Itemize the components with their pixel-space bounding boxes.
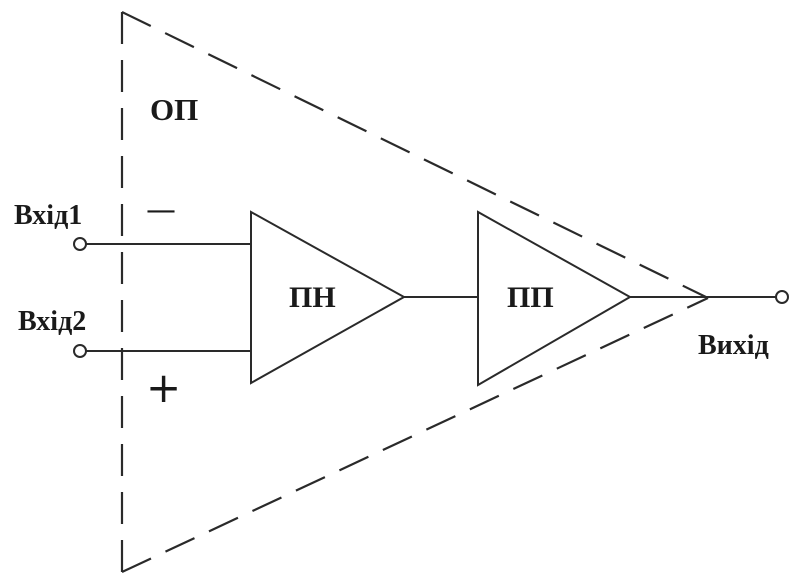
input1-terminal — [73, 237, 87, 251]
output-terminal — [775, 290, 789, 304]
op-amp-boundary — [120, 11, 709, 573]
stage2-amplifier — [477, 210, 633, 387]
stage1-label: ПН — [289, 281, 336, 314]
output-label: Вихід — [698, 330, 769, 361]
outer-amplifier-label: ОП — [150, 92, 198, 127]
noninverting-input-sign: + — [146, 363, 181, 412]
input2-line — [73, 344, 251, 358]
output-line — [630, 290, 789, 304]
input1-label: Вхід1 — [14, 200, 82, 231]
boundary-top-edge — [121, 11, 709, 299]
input2-terminal — [73, 344, 87, 358]
input2-label: Вхід2 — [18, 306, 86, 337]
input1-line — [73, 237, 251, 251]
boundary-bottom-edge — [121, 297, 709, 573]
stage1-amplifier — [250, 210, 407, 385]
inverting-input-sign: — — [146, 193, 176, 228]
stage2-label: ПП — [507, 281, 554, 314]
